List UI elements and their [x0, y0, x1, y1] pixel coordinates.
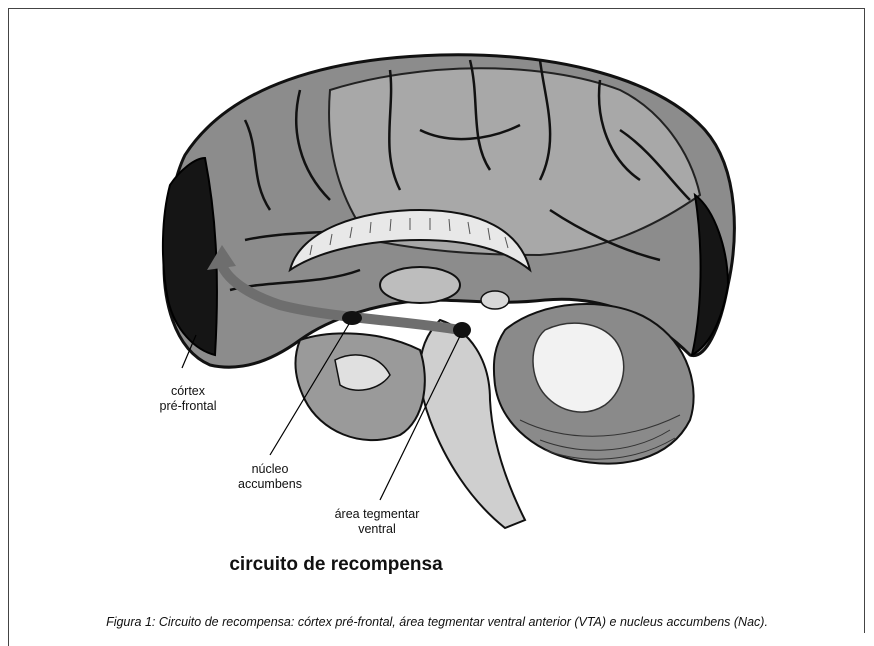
nucleus-accumbens — [342, 311, 362, 325]
ventral-tegmental-area — [453, 322, 471, 338]
figure-caption: Figura 1: Circuito de recompensa: córtex… — [0, 615, 874, 629]
thalamus — [380, 267, 460, 303]
pineal — [481, 291, 509, 309]
cortex-label: córtex pré-frontal — [133, 384, 243, 414]
nucleo-label: núcleo accumbens — [215, 462, 325, 492]
vta-label: área tegmentar ventral — [312, 507, 442, 537]
diagram-title: circuito de recompensa — [196, 554, 476, 576]
prefrontal-cortex — [163, 158, 217, 355]
